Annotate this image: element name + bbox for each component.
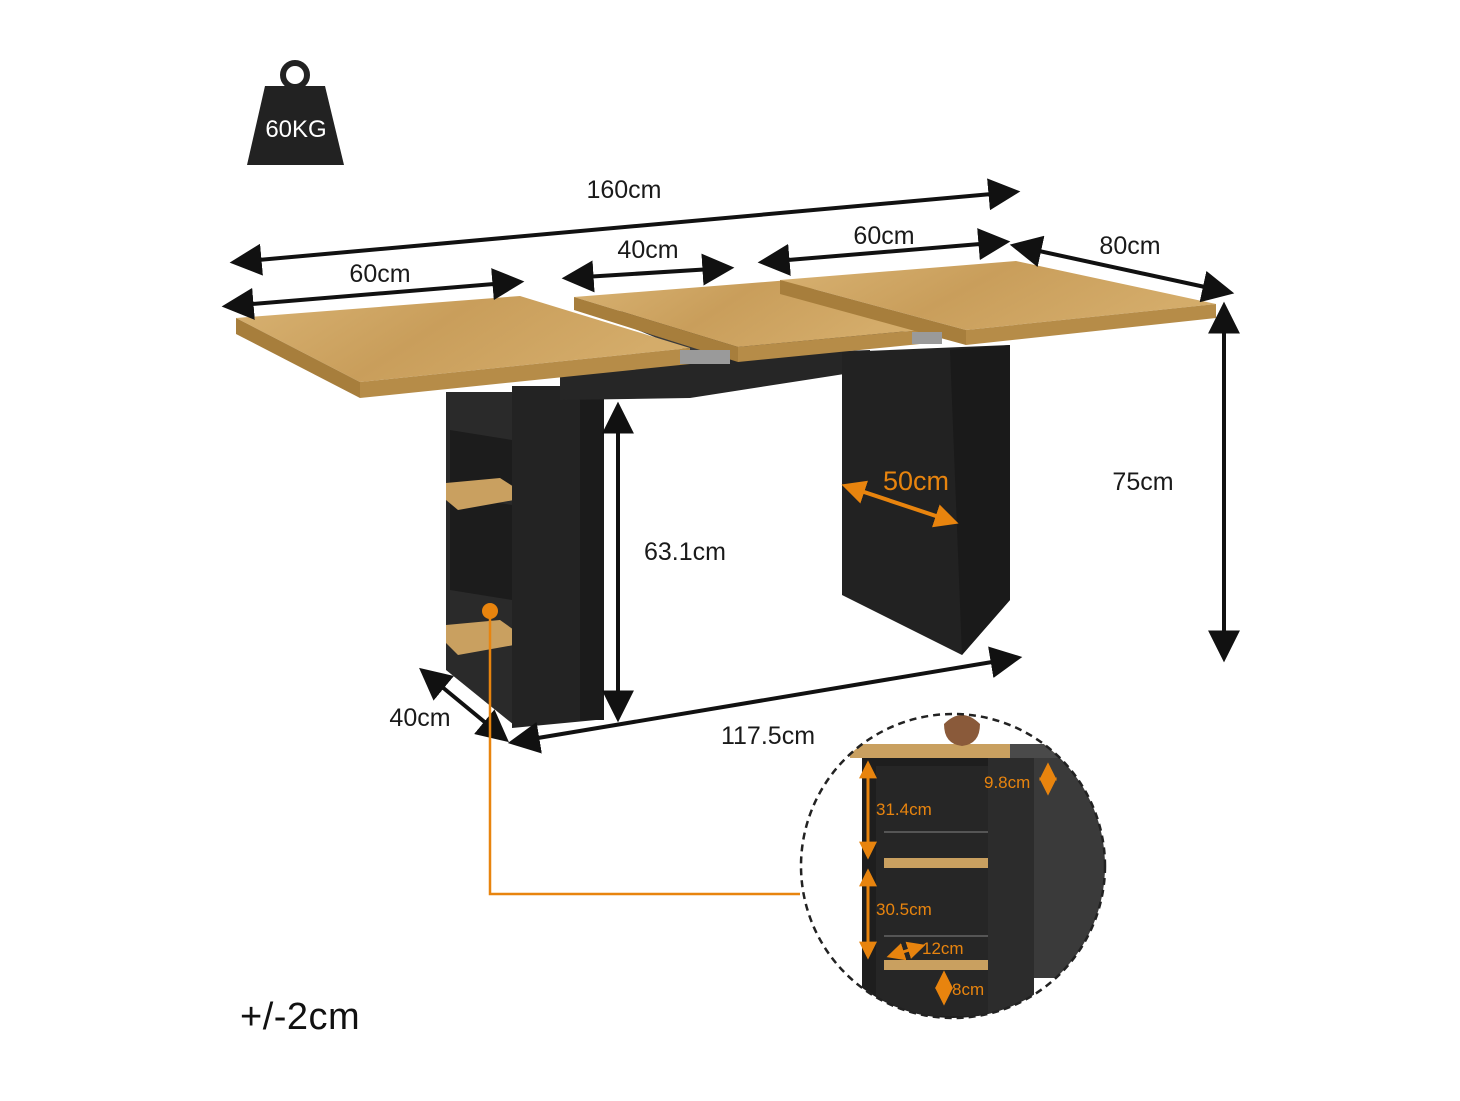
right-leaf bbox=[780, 261, 1216, 330]
shelf-depth-label: 12cm bbox=[922, 939, 964, 958]
tolerance-label: +/-2cm bbox=[240, 996, 361, 1038]
right-leaf-arrow bbox=[757, 228, 1011, 276]
middle-leaf-arrow bbox=[561, 253, 735, 293]
height-label: 75cm bbox=[1112, 468, 1173, 496]
weight-badge: 60KG bbox=[247, 60, 344, 165]
base-depth-label: 40cm bbox=[389, 704, 450, 732]
shelf-upper-label: 31.4cm bbox=[876, 800, 932, 819]
shelf-lower-label: 30.5cm bbox=[876, 900, 932, 919]
table-base bbox=[446, 345, 1010, 728]
bowl-decor bbox=[944, 715, 980, 746]
pedestal-depth-arrow bbox=[841, 480, 959, 528]
detail-circle-border bbox=[799, 712, 1107, 1020]
overall-length-label: 160cm bbox=[586, 176, 661, 204]
top-gap-label: 9.8cm bbox=[984, 773, 1030, 792]
weight-icon bbox=[247, 86, 344, 165]
base-length-arrow bbox=[507, 646, 1023, 754]
bottom-gap-label: 8cm bbox=[952, 980, 984, 999]
base-length-label: 117.5cm bbox=[721, 722, 815, 750]
left-leaf-label: 60cm bbox=[349, 260, 410, 288]
left-shelf-board-lower bbox=[446, 620, 514, 655]
left-shelf-board-upper bbox=[446, 478, 514, 510]
left-leaf-arrow bbox=[221, 268, 525, 320]
callout-connector bbox=[482, 603, 800, 896]
middle-leaf-label: 40cm bbox=[617, 236, 678, 264]
depth-top-label: 80cm bbox=[1099, 232, 1160, 260]
pedestal-depth-label: 50cm bbox=[883, 466, 949, 496]
depth-top-arrow bbox=[1009, 235, 1235, 303]
left-pedestal-front bbox=[512, 386, 596, 728]
overall-length-arrow bbox=[229, 178, 1021, 276]
leg-clearance-label: 63.1cm bbox=[644, 538, 726, 566]
right-leaf-label: 60cm bbox=[853, 222, 914, 250]
weight-label: 60KG bbox=[265, 116, 326, 143]
weight-ring-icon bbox=[280, 60, 310, 90]
detail-zoom: 31.4cm 30.5cm 9.8cm 12cm 8cm bbox=[799, 712, 1107, 1020]
dimension-lines bbox=[221, 178, 1240, 754]
